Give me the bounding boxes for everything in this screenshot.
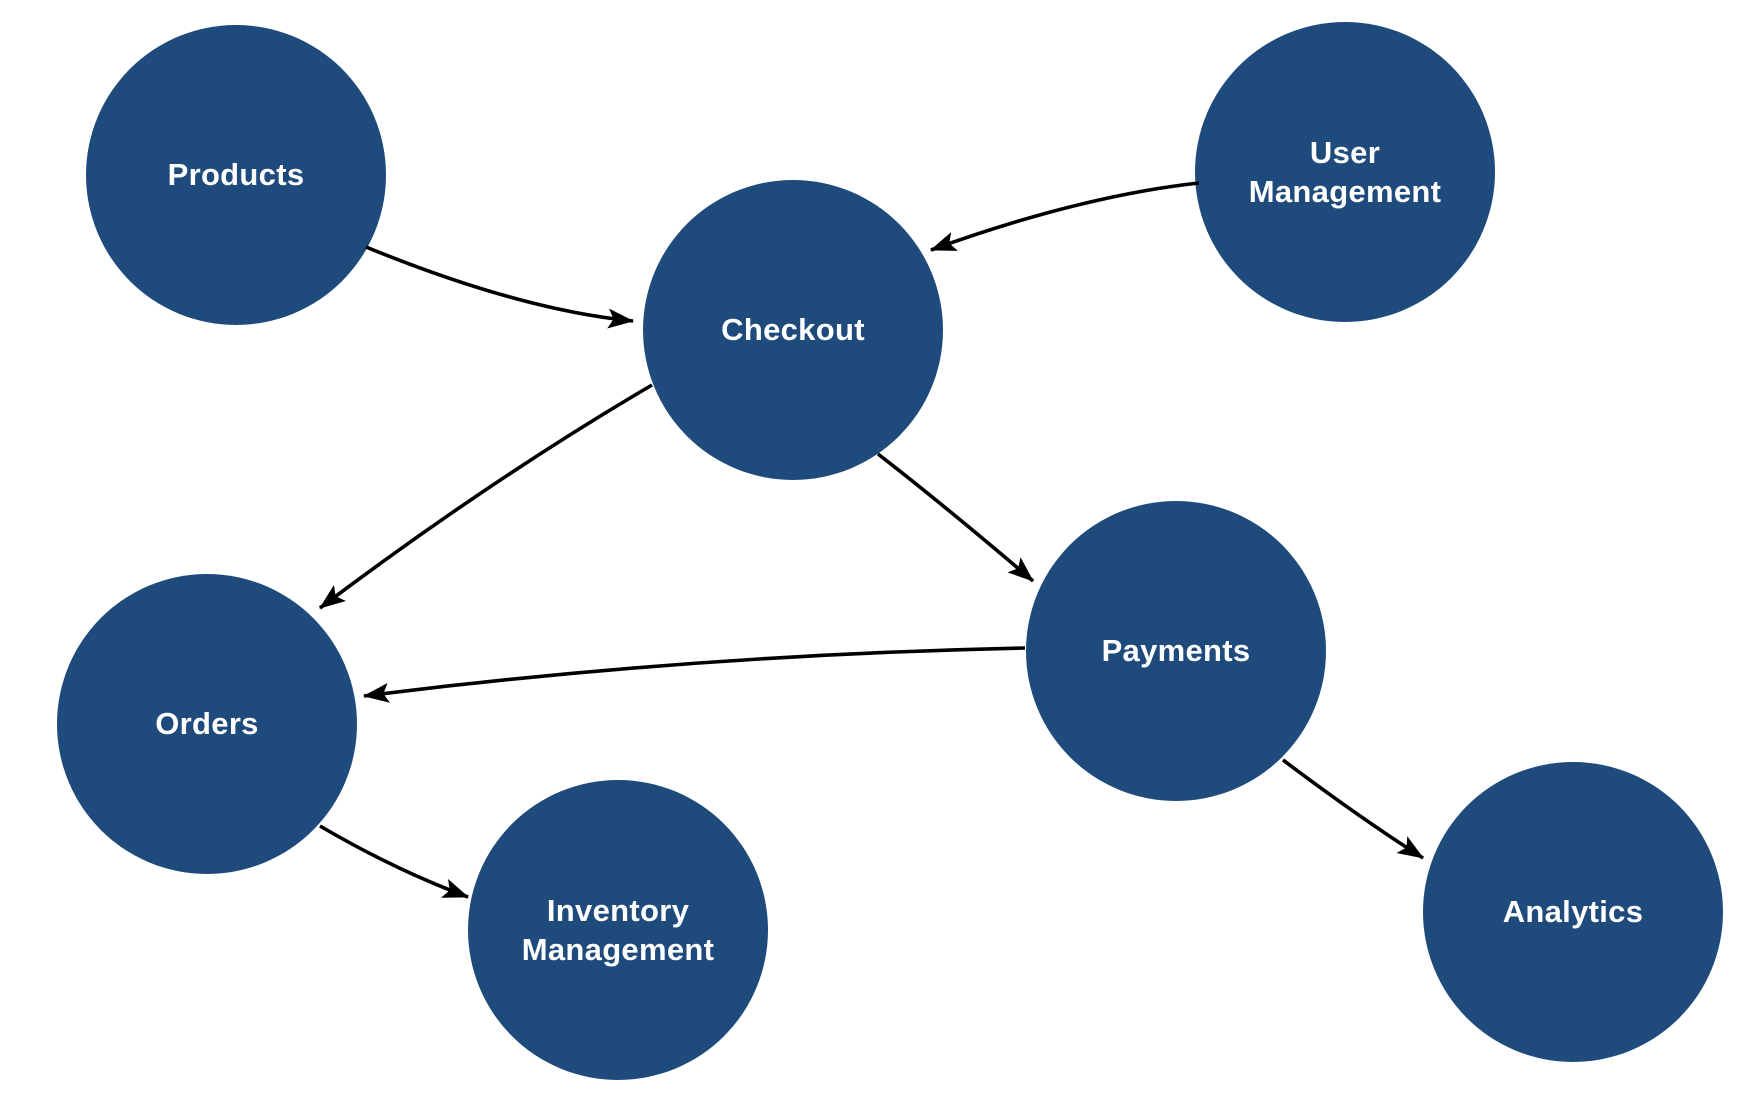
edge-payments-orders bbox=[363, 646, 1026, 703]
edge-orders-inventory-management bbox=[319, 824, 469, 899]
edge-products-checkout bbox=[365, 245, 634, 329]
node-payments: Payments bbox=[1026, 501, 1326, 801]
edge-user-management-checkout bbox=[930, 181, 1200, 252]
node-products: Products bbox=[86, 25, 386, 325]
edge-payments-analytics bbox=[1281, 758, 1424, 860]
node-inventory-management: Inventory Management bbox=[468, 780, 768, 1080]
node-orders-label: Orders bbox=[155, 706, 259, 742]
node-user-management: User Management bbox=[1195, 22, 1495, 322]
edge-checkout-payments bbox=[876, 452, 1035, 583]
node-checkout-label: Checkout bbox=[721, 312, 865, 348]
node-user-management-label: User Management bbox=[1248, 134, 1442, 209]
node-orders: Orders bbox=[57, 574, 357, 874]
node-checkout: Checkout bbox=[643, 180, 943, 480]
node-inventory-management-label: Inventory Management bbox=[521, 892, 715, 967]
node-analytics-label: Analytics bbox=[1502, 894, 1644, 930]
node-analytics: Analytics bbox=[1423, 762, 1723, 1062]
node-products-label: Products bbox=[167, 157, 305, 193]
node-payments-label: Payments bbox=[1101, 633, 1251, 669]
edge-checkout-orders bbox=[318, 383, 653, 610]
